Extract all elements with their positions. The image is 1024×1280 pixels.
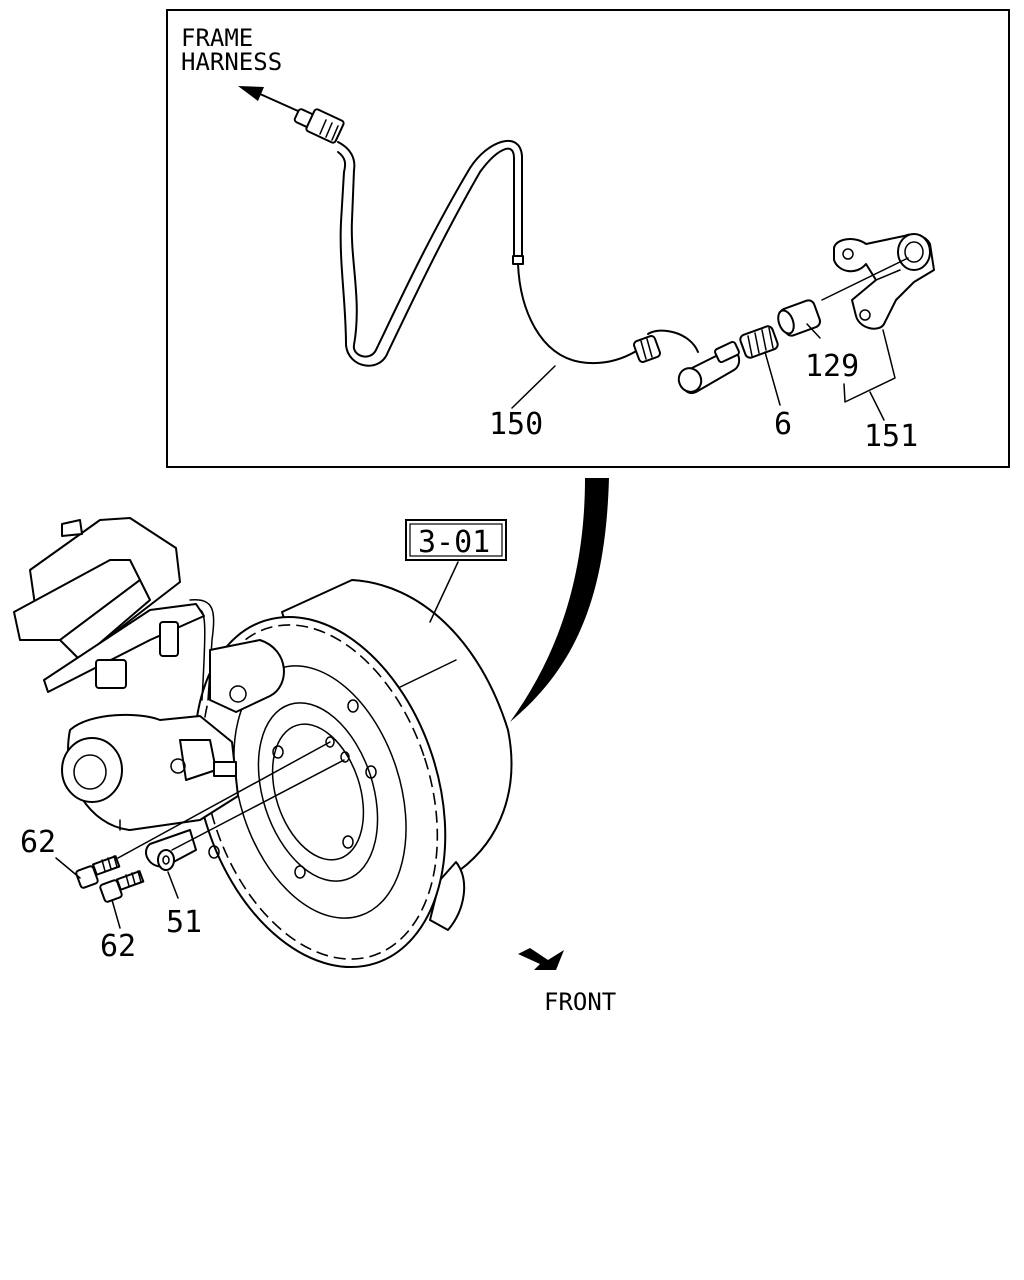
part-62-bottom-label: 62 (100, 929, 136, 964)
part-129-label: 129 (805, 349, 859, 384)
bolt-center-line-lower (171, 759, 345, 851)
slack-adjuster (61, 639, 285, 868)
brake-chamber (13, 517, 215, 701)
part-51-label: 51 (166, 905, 202, 940)
leader-129 (806, 323, 821, 339)
harness-connector (293, 108, 345, 144)
leader-62-bottom (111, 899, 121, 929)
part-151-label: 151 (864, 419, 918, 454)
part-62-top-label: 62 (20, 825, 56, 860)
sensor-bracket (833, 233, 935, 330)
frame-harness-label-line2: HARNESS (181, 48, 282, 76)
assembly-center-line (821, 257, 909, 301)
front-direction-arrow (518, 948, 564, 970)
detail-callout-swoosh (510, 478, 609, 722)
backing-plate (193, 615, 447, 969)
frame-harness-label-line1: FRAME (181, 24, 253, 52)
leader-151 (869, 391, 885, 421)
mounting-bolt-lower (99, 870, 145, 903)
sensor-wire-harness (337, 139, 639, 367)
leader-6 (764, 351, 781, 406)
leader-51 (167, 871, 179, 899)
bolt-center-line-upper (117, 741, 331, 859)
reference-callout: 3-01 (405, 519, 507, 623)
reference-label: 3-01 (418, 525, 490, 560)
spring-clip (739, 325, 779, 359)
main-assembly: 3-01 62 62 51 F (13, 517, 616, 1016)
speed-sensor (633, 329, 741, 395)
mounting-bolt-upper (75, 855, 121, 889)
leader-150 (511, 365, 556, 409)
inset-frame (166, 9, 1010, 468)
part-150-label: 150 (489, 407, 543, 442)
washer (157, 849, 175, 871)
reference-box (405, 519, 507, 561)
harness-direction-arrow (238, 86, 299, 112)
part-6-label: 6 (774, 407, 792, 442)
leader-62-top (55, 857, 81, 879)
front-label: FRONT (544, 988, 616, 1016)
detail-inset: FRAME HARNESS (166, 9, 1010, 468)
leader-151-bracket (843, 329, 896, 403)
